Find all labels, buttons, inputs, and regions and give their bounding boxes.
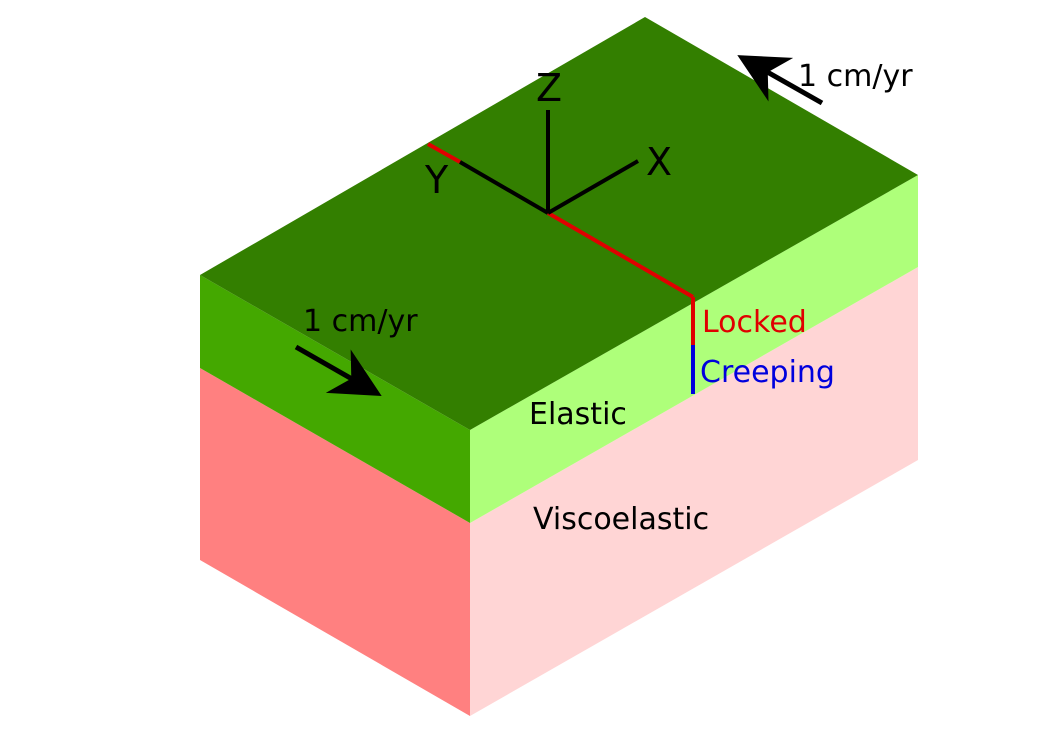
y-axis-label: Y bbox=[424, 158, 449, 202]
elastic-left-face bbox=[200, 275, 470, 523]
elastic-label: Elastic bbox=[529, 397, 627, 432]
creeping-label: Creeping bbox=[700, 355, 835, 390]
viscoelastic-right-face bbox=[470, 267, 918, 716]
top-face bbox=[200, 17, 918, 430]
left-velocity-label: 1 cm/yr bbox=[303, 304, 418, 339]
locked-label: Locked bbox=[702, 305, 807, 340]
y-axis bbox=[458, 160, 550, 215]
fault-trace-front bbox=[546, 211, 695, 299]
top-velocity-label: 1 cm/yr bbox=[798, 59, 913, 94]
x-axis bbox=[546, 159, 640, 215]
z-axis-label: Z bbox=[536, 66, 562, 110]
viscoelastic-label: Viscoelastic bbox=[533, 502, 709, 537]
viscoelastic-left-face bbox=[200, 368, 470, 716]
fault-trace-back bbox=[427, 142, 461, 164]
left-velocity-arrow bbox=[294, 344, 382, 396]
top-velocity-arrow bbox=[737, 55, 824, 106]
x-axis-label: X bbox=[646, 140, 672, 184]
